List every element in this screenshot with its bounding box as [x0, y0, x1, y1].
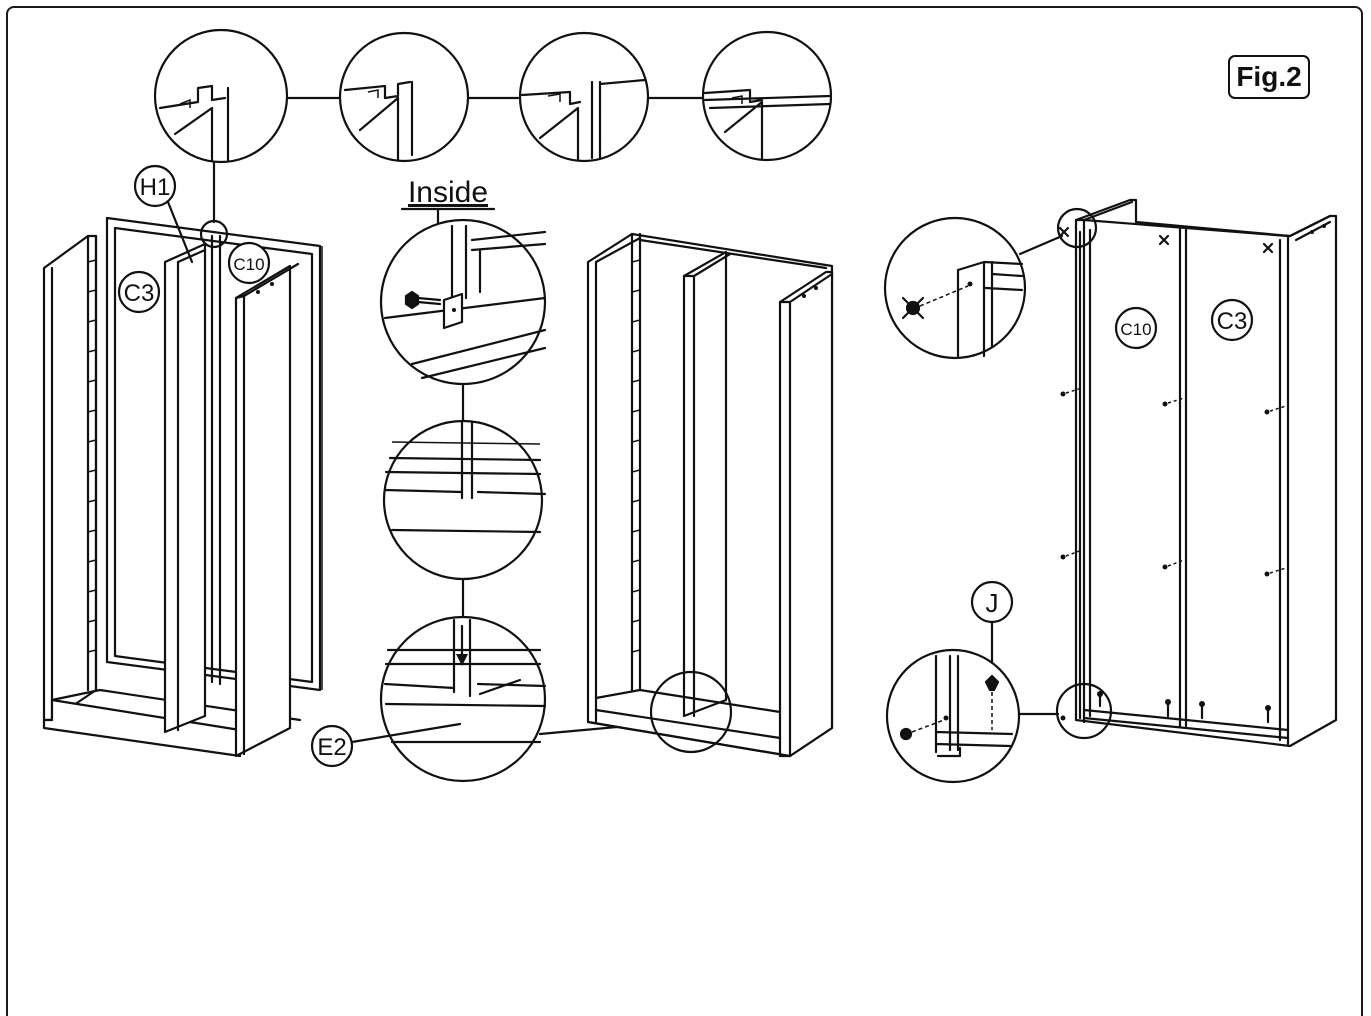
zoom-circle-bottom — [885, 648, 1021, 784]
detail-circle-2 — [338, 31, 470, 163]
detail-circle-3 — [518, 31, 650, 163]
inside-detail-column: Inside — [379, 176, 547, 783]
callout-c10-step1: C10 — [227, 241, 271, 285]
cabinet-step2 — [586, 232, 834, 758]
zoom-circle-top — [883, 216, 1027, 360]
shelf-holes-left — [87, 259, 97, 653]
callout-c3-step3: C3 — [1210, 298, 1254, 342]
inside-detail-circle-2 — [382, 419, 547, 581]
top-detail-sequence — [153, 28, 833, 224]
shelf-holes-step2 — [631, 259, 641, 653]
detail-circle-4 — [701, 30, 833, 162]
detail-circle-1 — [153, 28, 289, 164]
svg-text:C3: C3 — [124, 280, 155, 307]
callout-h1: H1 — [133, 164, 194, 264]
callout-j: J — [970, 580, 1014, 666]
inside-detail-circle-1 — [379, 218, 547, 386]
svg-text:H1: H1 — [140, 174, 171, 201]
callout-e2: E2 — [310, 722, 462, 768]
figure-frame — [6, 6, 1363, 1016]
svg-text:Inside: Inside — [408, 176, 488, 209]
leader-top-zoom — [1018, 234, 1064, 256]
cabinet-step1 — [42, 216, 323, 758]
svg-text:C10: C10 — [1120, 320, 1151, 339]
svg-text:C3: C3 — [1217, 308, 1248, 335]
cabinet-step3 — [1055, 198, 1338, 748]
svg-text:C10: C10 — [233, 255, 264, 274]
svg-text:J: J — [986, 588, 999, 618]
svg-text:E2: E2 — [317, 734, 346, 761]
inside-detail-circle-3 — [379, 615, 547, 783]
callout-c10-step3: C10 — [1114, 306, 1158, 350]
callout-c3-step1: C3 — [117, 270, 161, 314]
screw-marks — [1060, 387, 1287, 724]
figure-label: Fig.2 — [1228, 55, 1310, 99]
